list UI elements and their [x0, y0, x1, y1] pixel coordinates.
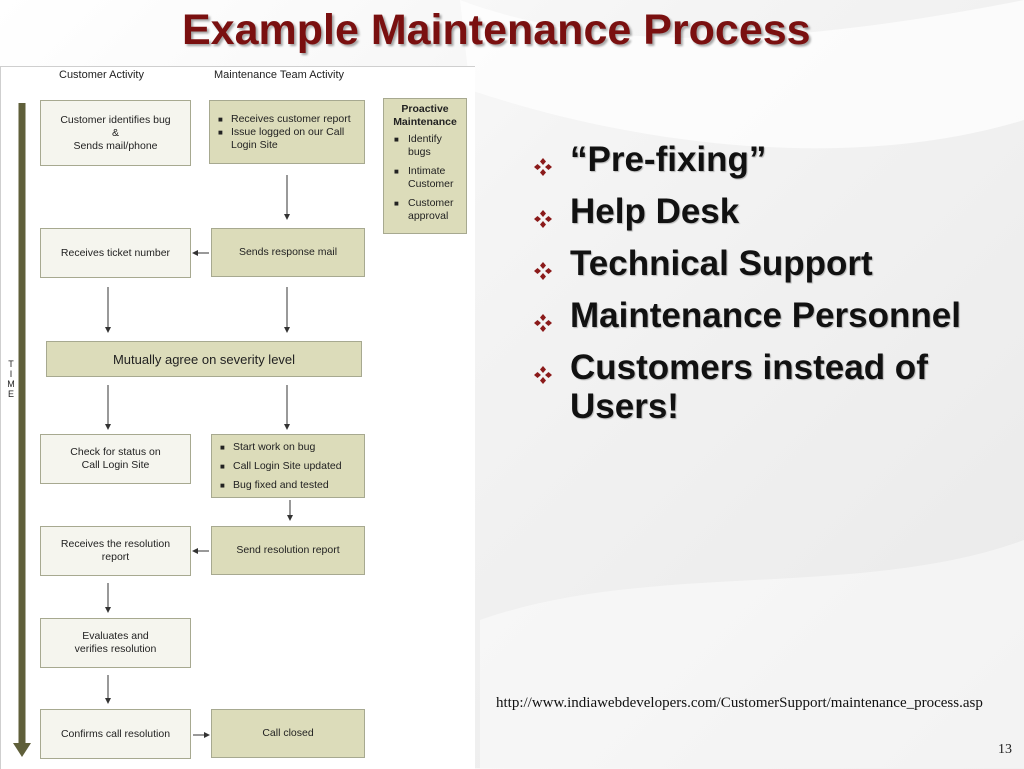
bullet-item: “Pre-fixing”	[532, 140, 1002, 179]
list-item: Start work on bug	[220, 438, 342, 457]
slide-title: Example Maintenance Process	[182, 6, 811, 54]
team-call-closed-box: Call closed	[211, 709, 365, 758]
customer-activity-header: Customer Activity	[59, 69, 144, 81]
customer-resolution-report-box: Receives the resolution report	[40, 526, 191, 576]
customer-identifies-bug-box: Customer identifies bug & Sends mail/pho…	[40, 100, 191, 166]
list-item: Customer approval	[394, 197, 466, 223]
diamond-bullet-icon	[532, 147, 554, 176]
severity-agreement-box: Mutually agree on severity level	[46, 341, 362, 377]
diamond-bullet-icon	[532, 199, 554, 228]
diamond-bullet-icon	[532, 251, 554, 280]
team-response-mail-box: Sends response mail	[211, 228, 365, 277]
time-label: T I M E	[7, 359, 15, 399]
customer-evaluates-box: Evaluates and verifies resolution	[40, 618, 191, 668]
bullet-item: Customers instead of Users!	[532, 348, 1002, 426]
team-send-resolution-box: Send resolution report	[211, 526, 365, 575]
maintenance-process-diagram: Customer Activity Maintenance Team Activ…	[0, 66, 475, 769]
flow-arrows	[13, 103, 293, 757]
diamond-bullet-icon	[532, 355, 554, 384]
list-item: Call Login Site updated	[220, 457, 342, 476]
team-work-box: Start work on bug Call Login Site update…	[211, 434, 365, 498]
team-activity-header: Maintenance Team Activity	[214, 69, 345, 81]
list-item: Intimate Customer	[394, 165, 466, 191]
bullet-item: Maintenance Personnel	[532, 296, 1002, 335]
bullet-item: Technical Support	[532, 244, 1002, 283]
list-item: Bug fixed and tested	[220, 476, 342, 495]
page-number: 13	[998, 742, 1012, 757]
customer-ticket-box: Receives ticket number	[40, 228, 191, 278]
list-item: Receives customer report	[218, 113, 364, 126]
bullet-list: “Pre-fixing” Help Desk Technical Support…	[532, 140, 1002, 439]
list-item: Identify bugs	[394, 133, 466, 159]
customer-status-box: Check for status on Call Login Site	[40, 434, 191, 484]
list-item: Issue logged on our Call Login Site	[218, 126, 364, 152]
team-receives-report-box: Receives customer report Issue logged on…	[209, 100, 365, 164]
source-url[interactable]: http://www.indiawebdevelopers.com/Custom…	[496, 695, 983, 711]
diamond-bullet-icon	[532, 303, 554, 332]
proactive-maintenance-box: Proactive Maintenance Identify bugs Inti…	[383, 98, 467, 234]
proactive-heading: Proactive Maintenance	[393, 103, 457, 128]
time-arrow-head	[13, 743, 31, 757]
customer-confirms-box: Confirms call resolution	[40, 709, 191, 759]
bullet-item: Help Desk	[532, 192, 1002, 231]
